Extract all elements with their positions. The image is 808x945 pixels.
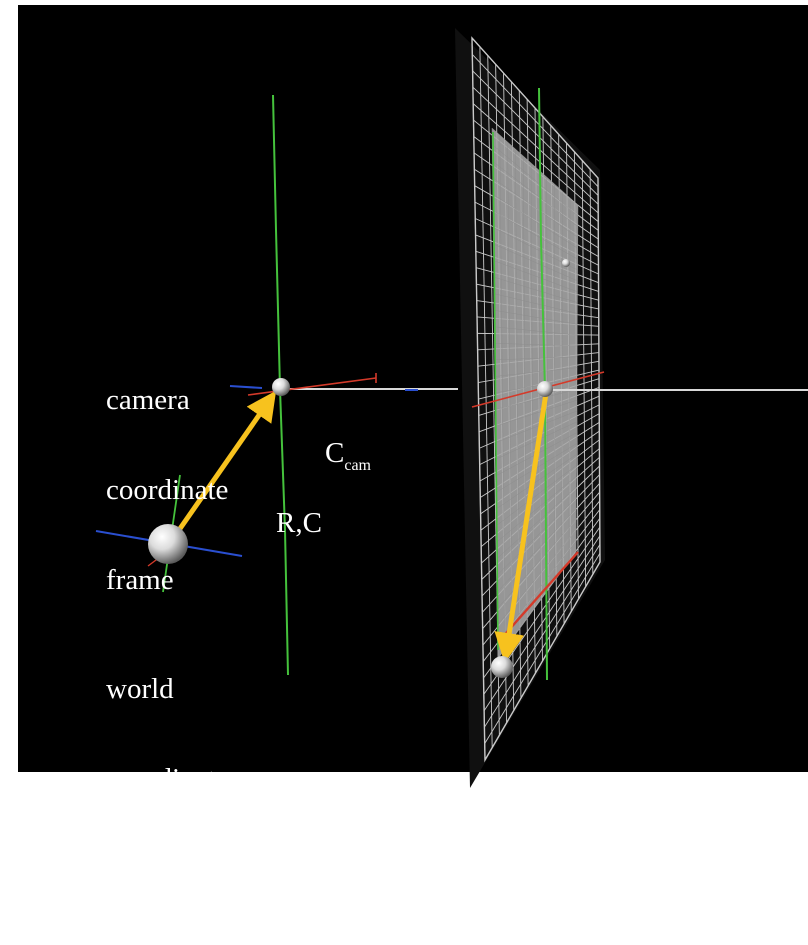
image-plane-marker-sphere: [562, 259, 570, 267]
scene-canvas: camera coordinate frame Ccam R,C world c…: [0, 0, 808, 793]
camera-frame-label-line: camera: [106, 385, 228, 415]
transform-label: R,C: [247, 478, 322, 568]
principal-point-sphere: [537, 381, 553, 397]
camera-center-sphere: [272, 378, 290, 396]
image-point-sphere: [491, 656, 513, 678]
camera-center-subscript: cam: [344, 457, 371, 474]
camera-center-symbol: C: [325, 437, 344, 469]
transform-label-text: R,C: [276, 507, 322, 539]
world-frame-label-line: frame: [106, 854, 228, 884]
camera-frame-label-line: coordinate: [106, 475, 228, 505]
camera-frame-label-line: frame: [106, 565, 228, 595]
world-frame-label-line: world: [106, 674, 228, 704]
camera-frame-label: camera coordinate frame: [106, 325, 228, 655]
world-frame-label-line: coordinate: [106, 764, 228, 794]
world-frame-label: world coordinate frame: [106, 614, 228, 944]
